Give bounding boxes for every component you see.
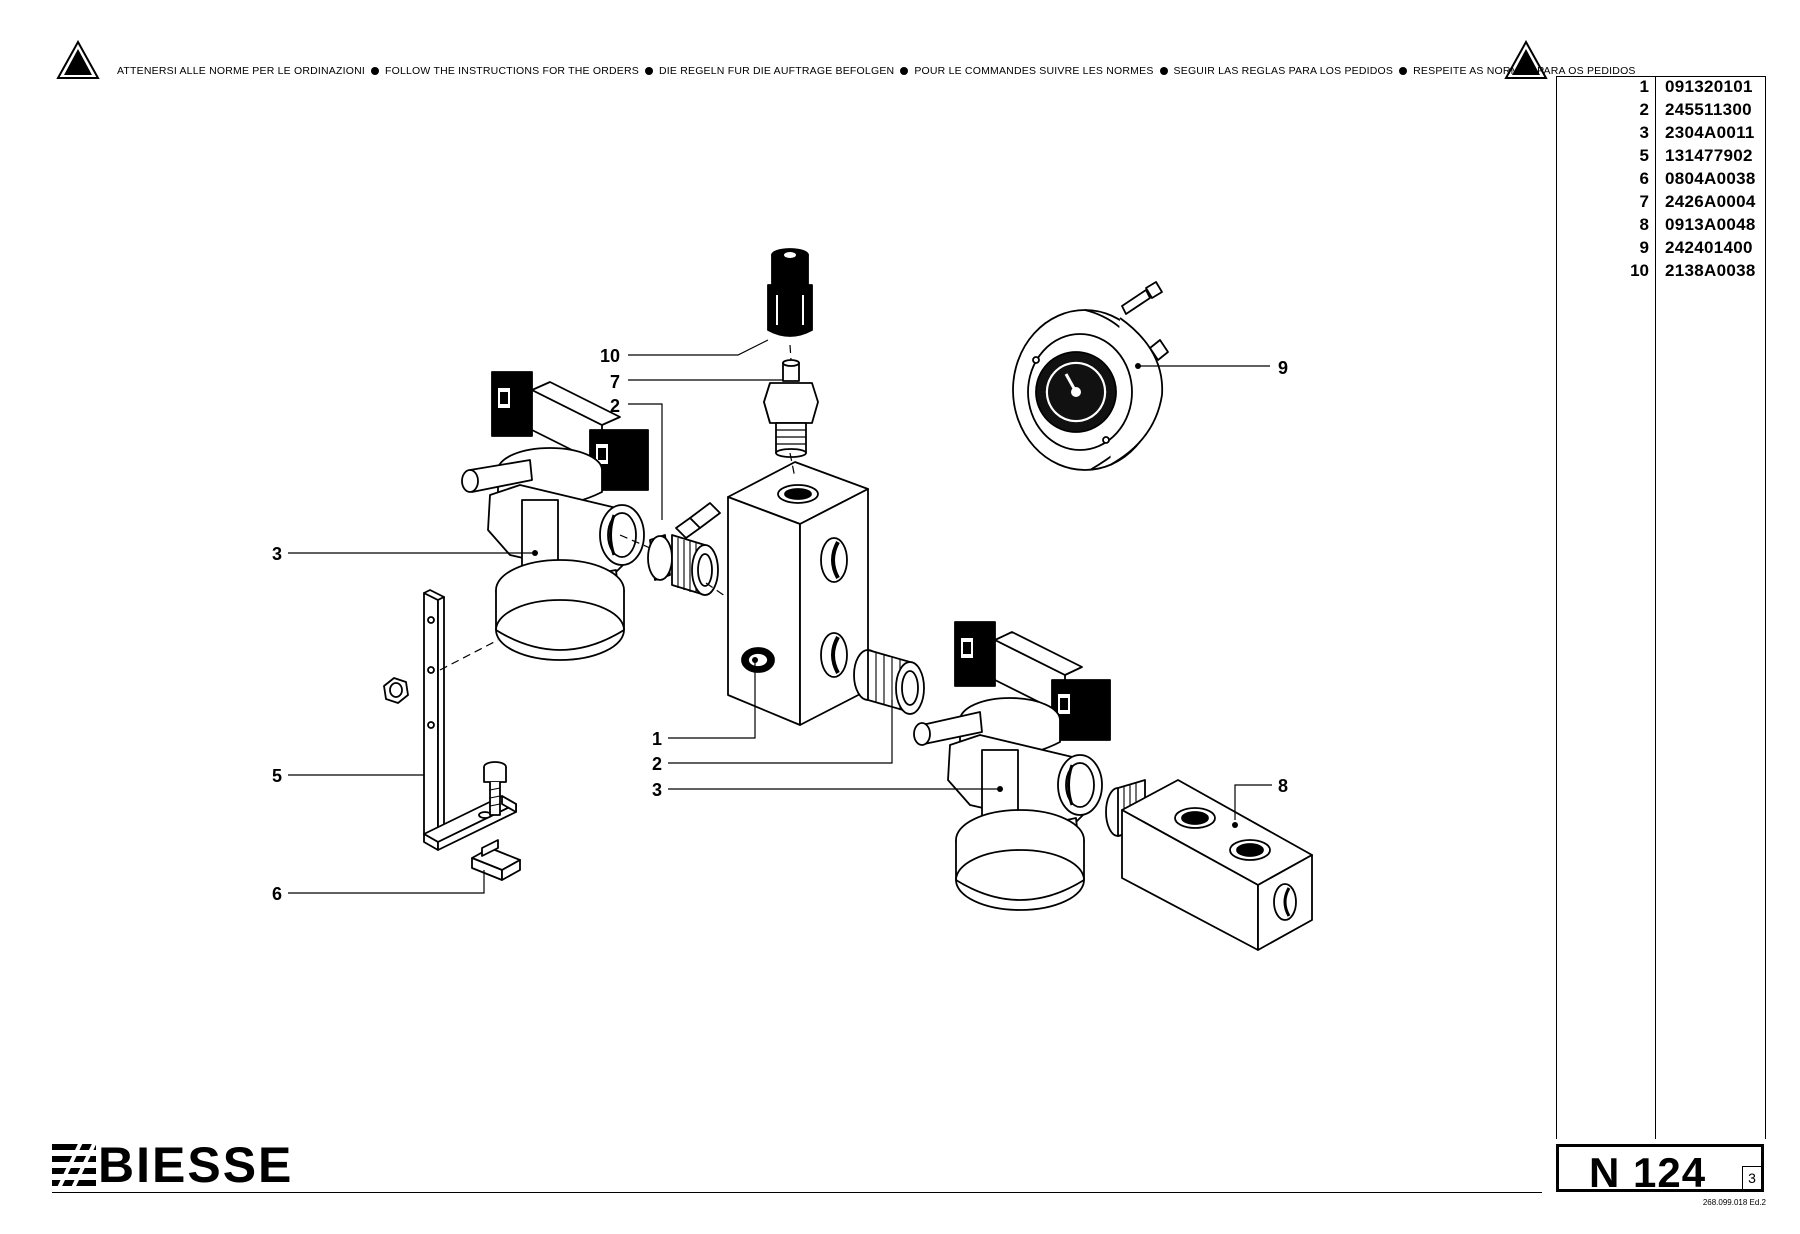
parts-list-row: 6 0804A0038 [1557,169,1765,192]
parts-list-row: 5 131477902 [1557,146,1765,169]
parts-list-row: 1 091320101 [1557,77,1765,100]
banner-text-de: DIE REGELN FUR DIE AUFTRAGE BEFOLGEN [658,65,895,77]
part-position: 1 [1639,77,1649,96]
callout-9: 9 [1278,358,1288,378]
part-3-solenoid-valve-bottom [913,621,1111,911]
callout-7: 7 [610,372,620,392]
callout-8: 8 [1278,776,1288,796]
footer-rule [52,1192,1542,1193]
biesse-logo-icon [52,1140,96,1190]
bullet-icon [1159,67,1168,76]
callout-6: 6 [272,884,282,904]
part-position: 8 [1639,215,1649,234]
part-code: 2304A0011 [1665,123,1755,142]
parts-list-row: 7 2426A0004 [1557,192,1765,215]
parts-list-row: 10 2138A0038 [1557,261,1765,284]
banner-text-it: ATTENERSI ALLE NORME PER LE ORDINAZIONI [117,65,365,77]
part-position: 5 [1639,146,1649,165]
order-instructions-banner: ATTENERSI ALLE NORME PER LE ORDINAZIONI F… [117,65,1635,77]
bullet-icon [371,67,379,76]
banner-text-es: SEGUIR LAS REGLAS PARA LOS PEDIDOS [1173,65,1394,77]
part-code: 245511300 [1665,100,1752,119]
part-position: 7 [1639,192,1649,211]
callout-2-bottom: 2 [652,754,662,774]
brand-name: BIESSE [98,1137,294,1193]
part-2-fitting-bottom [853,649,925,715]
callout-5: 5 [272,766,282,786]
callout-10: 10 [600,346,620,366]
callout-2-top: 2 [610,396,620,416]
bullet-icon [644,67,653,76]
warning-triangle-icon-left [56,40,100,79]
part-8-manifold-block [1105,779,1313,951]
page-code: N 124 [1589,1149,1707,1196]
parts-list: 1 091320101 2 245511300 3 2304A0011 5 13… [1556,76,1766,1139]
document-reference: 268.099.018 Ed.2 [1702,1198,1766,1207]
sheet-number: 3 [1742,1166,1761,1189]
part-9-pressure-gauge [1012,281,1169,471]
parts-list-row: 9 242401400 [1557,238,1765,261]
parts-list-row: 8 0913A0048 [1557,215,1765,238]
part-position: 6 [1639,169,1649,188]
part-7-pressure-switch [763,359,819,458]
part-code: 0804A0038 [1665,169,1756,188]
callout-1: 1 [652,729,662,749]
page-code-box: N 124 3 [1556,1144,1764,1196]
bullet-icon [900,67,909,76]
part-code: 242401400 [1665,238,1753,257]
column-divider [1655,77,1656,1139]
part-code: 2138A0038 [1665,261,1756,280]
part-10-cap [767,248,813,337]
part-code: 0913A0048 [1665,215,1756,234]
banner-text-fr: POUR LE COMMANDES SUIVRE LES NORMES [914,65,1154,77]
part-code: 131477902 [1665,146,1753,165]
part-code: 2426A0004 [1665,192,1756,211]
part-position: 3 [1639,123,1649,142]
part-code: 091320101 [1665,77,1753,96]
bullet-icon [1399,67,1408,76]
callout-3-top: 3 [272,544,282,564]
part-position: 9 [1639,238,1649,257]
exploded-parts-drawing: 10 7 2 3 5 6 1 2 3 8 9 [272,248,1313,951]
part-position: 10 [1630,261,1649,280]
warning-triangle-icon-right [1504,40,1548,79]
part-6-nut-screw [383,677,521,881]
callout-3-bottom: 3 [652,780,662,800]
banner-text-en: FOLLOW THE INSTRUCTIONS FOR THE ORDERS [385,65,639,77]
part-1-valve-block [727,461,869,726]
parts-list-row: 3 2304A0011 [1557,123,1765,146]
banner-text-pt: RESPEITE AS NORMAS PARA OS PEDIDOS [1413,65,1636,77]
parts-list-row: 2 245511300 [1557,100,1765,123]
part-3-solenoid-valve-top [461,371,649,661]
part-position: 2 [1639,100,1649,119]
part-2-fitting-top [647,502,721,596]
